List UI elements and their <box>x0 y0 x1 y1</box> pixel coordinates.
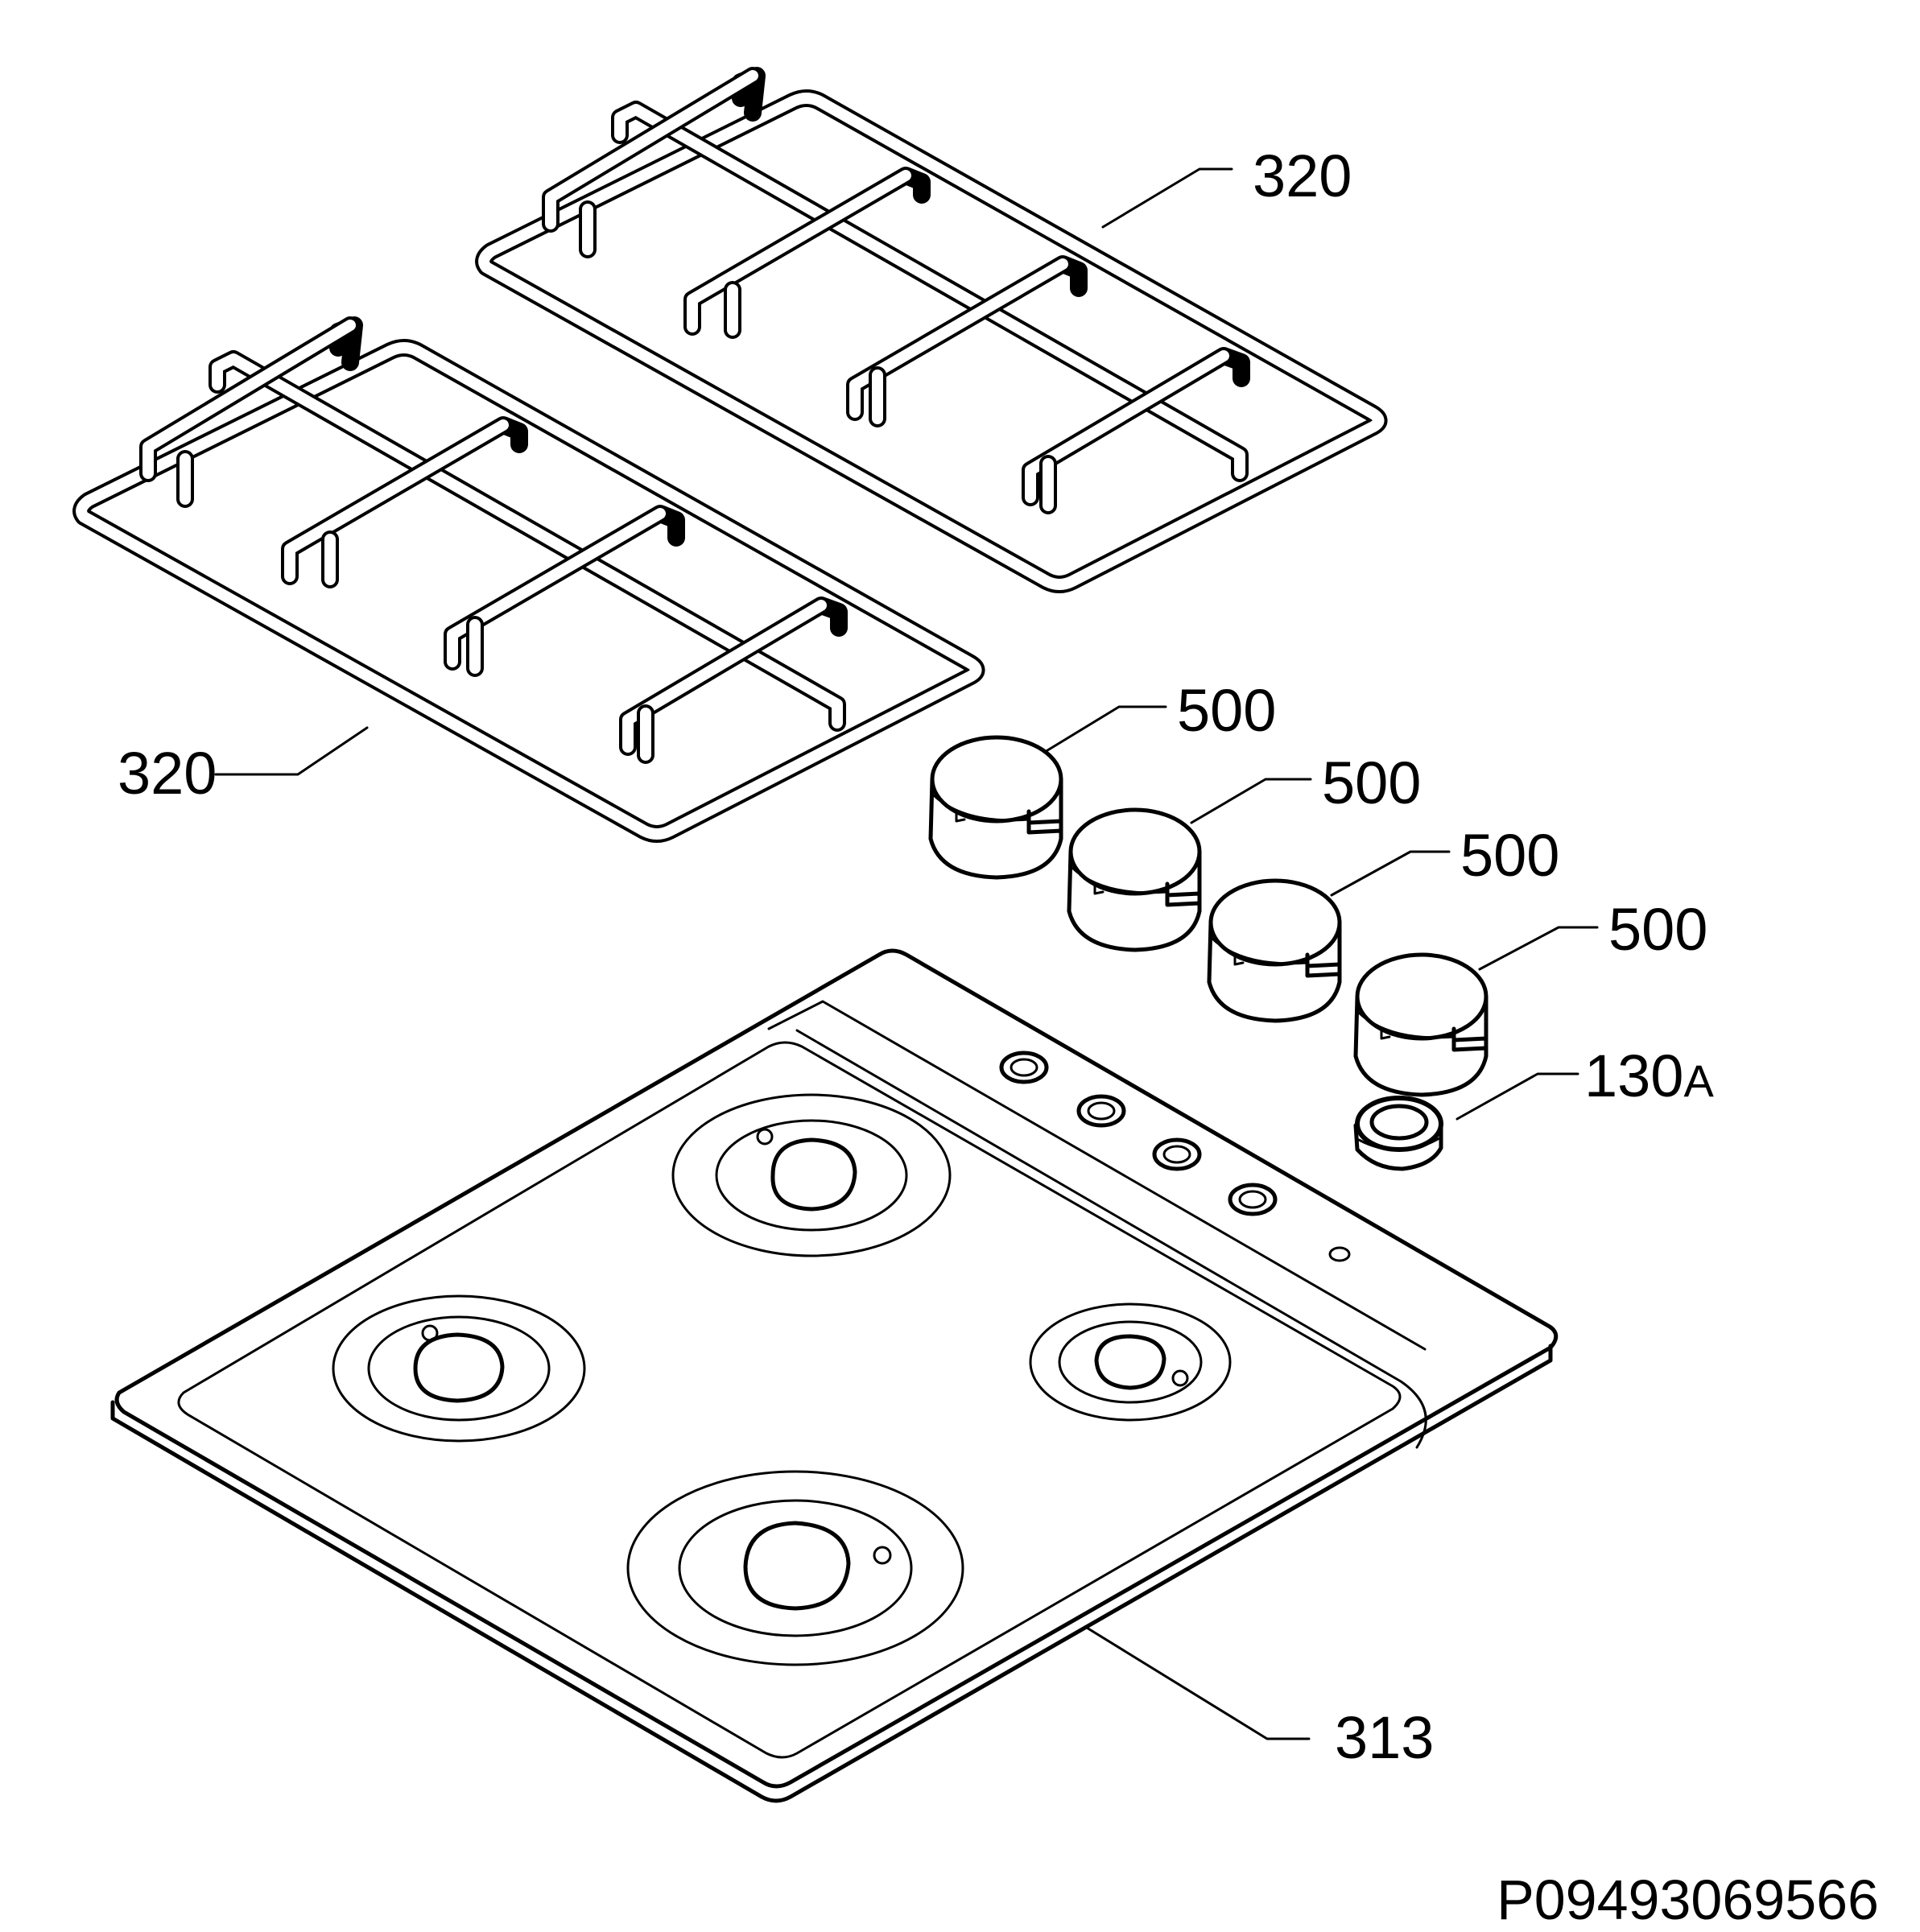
burner-bottom <box>626 1470 964 1666</box>
burner-top <box>671 1093 952 1257</box>
knob-bushing <box>1353 1096 1443 1171</box>
label-bushing: 130A <box>1584 1042 1714 1109</box>
hob-plate <box>110 948 1559 1803</box>
burner-right <box>1029 1302 1232 1422</box>
label-knob-3: 500 <box>1460 822 1559 889</box>
control-knob-4 <box>1356 955 1486 1095</box>
label-knob-4: 500 <box>1608 896 1707 963</box>
label-pan-support-left: 320 <box>118 740 217 807</box>
pan-support-right <box>484 76 1378 584</box>
label-bushing-number: 130 <box>1584 1042 1683 1109</box>
leader-lines <box>214 167 1599 1740</box>
knob-holes <box>999 1051 1351 1262</box>
label-knob-1: 500 <box>1177 677 1276 744</box>
drawing-code: P09493069566 <box>1497 1868 1879 1931</box>
label-pan-support-right: 320 <box>1253 142 1352 209</box>
label-bushing-suffix: A <box>1683 1055 1714 1106</box>
control-knob-2 <box>1069 810 1199 950</box>
burner-left <box>332 1294 586 1443</box>
control-knob-1 <box>931 737 1061 877</box>
label-knob-2: 500 <box>1322 749 1421 816</box>
control-knob-3 <box>1209 881 1340 1021</box>
label-hob: 313 <box>1335 1704 1434 1771</box>
